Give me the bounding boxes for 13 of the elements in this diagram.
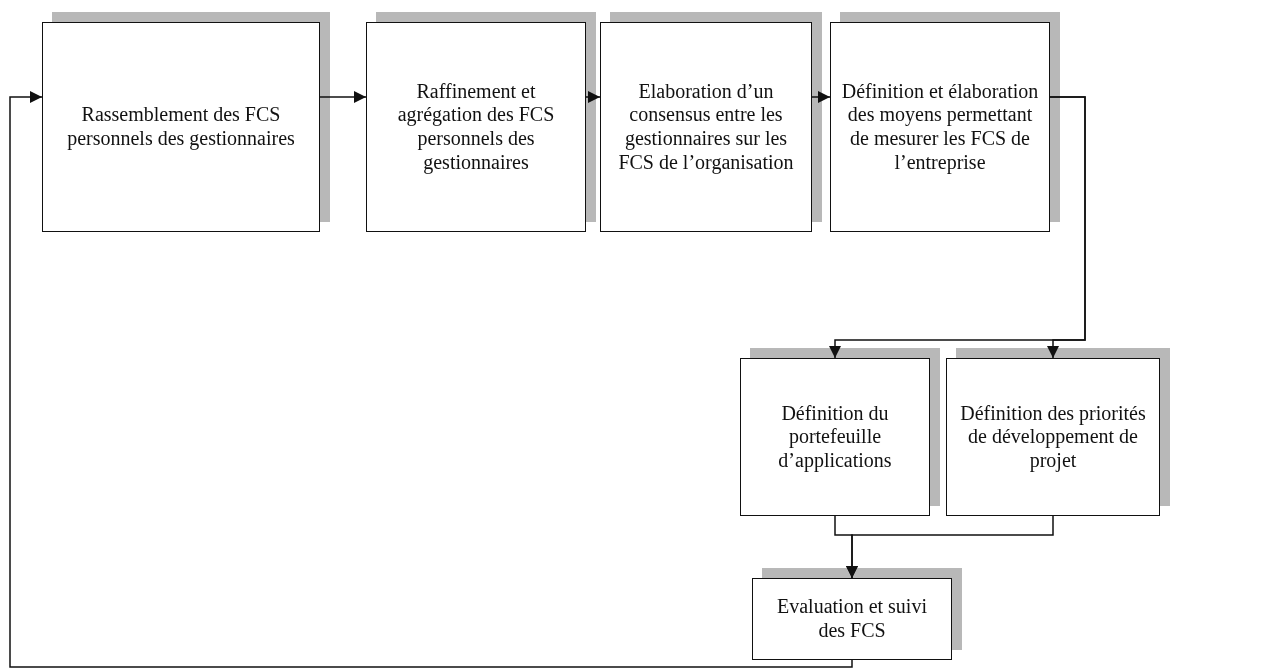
box-text: Définition des priorités de développement de projet <box>959 401 1147 473</box>
box-text: Evaluation et suivi des FCS <box>776 595 928 643</box>
box-text: Définition du portefeuille d’applications <box>777 401 893 473</box>
arrow <box>1047 96 1086 359</box>
box-text: Rassemblement des FCS personnels des gestionnaires <box>66 103 296 151</box>
box-text: Définition et élaboration des moyens permettant de mesurer les FCS de l’entreprise <box>841 79 1039 175</box>
arrow <box>319 91 367 103</box>
box-text: Raffinement et agrégation des FCS personnels des gestionnaires <box>396 79 556 175</box>
arrow <box>9 91 853 668</box>
arrow <box>585 91 601 103</box>
arrow <box>811 91 831 103</box>
arrow <box>846 515 1054 579</box>
box-text: Elaboration d’un consensus entre les gestionnaires sur les FCS de l’organisation <box>617 79 795 175</box>
